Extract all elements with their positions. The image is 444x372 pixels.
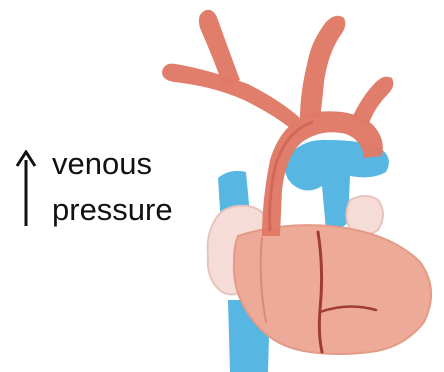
annotation-line-1: venous [52, 148, 152, 179]
aortic-branch-right [352, 77, 393, 126]
up-arrow-icon [14, 150, 38, 228]
brachiocephalic-trunk [300, 16, 345, 118]
annotation-line-2: pressure [52, 194, 173, 225]
venous-pressure-annotation: venous pressure [14, 146, 214, 236]
